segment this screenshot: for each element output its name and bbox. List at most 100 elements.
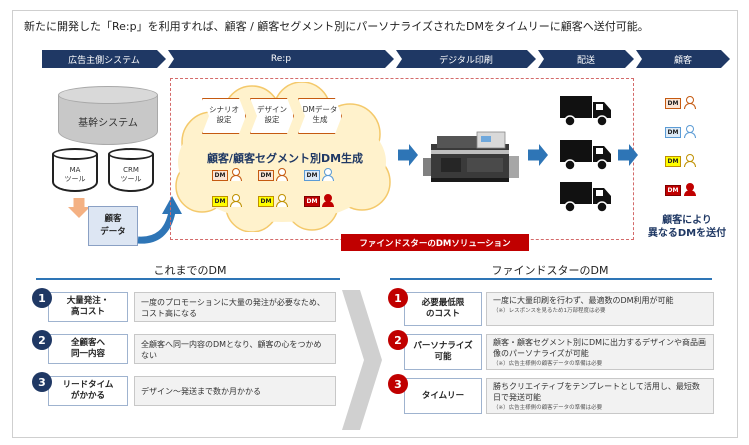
dm-card-orange-2: DM — [258, 170, 274, 181]
before-row-2: 2 全顧客へ同一内容 全顧客へ同一内容のDMとなり、顧客の心をつかめない — [30, 330, 340, 366]
step-dm-data-2: 生成 — [312, 115, 328, 124]
arrow-right-icon — [398, 144, 418, 166]
result-text: 顧客により 異なるDMを送付 — [637, 214, 737, 240]
after-note-3: （※）広告主様側の顧客データの準備は必要 — [493, 405, 603, 411]
before-label-2b: 同一内容 — [70, 349, 105, 359]
person-icon — [322, 194, 334, 207]
after-note-2: （※）広告主様側の顧客データの準備は必要 — [493, 361, 603, 367]
before-desc-3: デザイン～発送まで数か月かかる — [134, 376, 336, 406]
person-icon — [684, 96, 696, 109]
after-desc-2: 顧客・顧客セグメント別にDMに出力するデザインや商品画像のパーソナライズが可能 （… — [486, 334, 714, 370]
customer-data-label-2: データ — [100, 227, 126, 237]
arrow-right-icon — [528, 144, 548, 166]
after-divider — [390, 278, 712, 280]
before-label-3b: がかかる — [70, 391, 105, 401]
before-row-1: 1 大量発注・高コスト 一度のプロモーションに大量の発注が必要なため、コスト高に… — [30, 288, 340, 324]
ma-tool-label-2: ツール — [64, 175, 86, 183]
customer-dm-red: DM — [665, 185, 681, 196]
phase-digital-print: デジタル印刷 — [396, 50, 536, 68]
before-badge-3: 3 — [32, 372, 52, 392]
step-scenario-2: 設定 — [216, 115, 232, 124]
cloud-title: 顧客/顧客セグメント別DM生成 — [206, 152, 364, 165]
person-icon — [230, 194, 242, 207]
after-label-1: 必要最低限のコスト — [404, 292, 482, 326]
result-line-2: 異なるDMを送付 — [647, 228, 727, 239]
headline: 新たに開発した「Re:p」を利用すれば、顧客 / 顧客セグメント別にパーソナライ… — [24, 20, 649, 33]
solution-label: ファインドスターのDMソリューション — [341, 234, 529, 251]
after-row-3: 3 タイムリー 勝ちクリエイティブをテンプレートとして活用し、最短数日で発送可能… — [386, 374, 716, 414]
customer-dm-blue: DM — [665, 127, 681, 138]
dm-card-yellow-2: DM — [258, 196, 274, 207]
before-label-2: 全顧客へ同一内容 — [48, 334, 128, 364]
after-row-2: 2 パーソナライズ可能 顧客・顧客セグメント別にDMに出力するデザインや商品画像… — [386, 330, 716, 370]
customer-data-box: 顧客 データ — [88, 206, 138, 246]
after-title: ファインドスターのDM — [491, 264, 609, 277]
after-desc-3: 勝ちクリエイティブをテンプレートとして活用し、最短数日で発送可能 （※）広告主様側… — [486, 378, 714, 414]
step-design-2: 設定 — [264, 115, 280, 124]
after-badge-3: 3 — [388, 374, 408, 394]
person-icon — [684, 125, 696, 138]
after-badge-1: 1 — [388, 288, 408, 308]
after-desc-1: 一度に大量印刷を行わず、最適数のDM利用が可能（※）レスポンスを見るため1万部程… — [486, 292, 714, 326]
after-label-3a: タイムリー — [421, 390, 465, 401]
customer-dm-orange: DM — [665, 98, 681, 109]
after-label-3: タイムリー — [404, 378, 482, 414]
dm-card-orange: DM — [212, 170, 228, 181]
after-desc-2-text: 顧客・顧客セグメント別にDMに出力するデザインや商品画像のパーソナライズが可能 — [493, 338, 707, 358]
before-label-1: 大量発注・高コスト — [48, 292, 128, 322]
step-design: デザイン設定 — [250, 98, 294, 134]
delivery-truck-icon — [560, 96, 611, 127]
after-note-1: （※）レスポンスを見るため1万部程度は必要 — [493, 308, 606, 314]
ma-tool-label-1: MA — [69, 166, 81, 174]
before-desc-2: 全顧客へ同一内容のDMとなり、顧客の心をつかめない — [134, 334, 336, 364]
before-label-2a: 全顧客へ — [70, 338, 105, 348]
after-label-2b: 可能 — [434, 352, 452, 362]
person-icon — [684, 183, 696, 196]
person-icon — [230, 168, 242, 181]
core-system-label: 基幹システム — [78, 118, 138, 129]
digital-printer-icon — [423, 131, 519, 182]
dm-card-red: DM — [304, 196, 320, 207]
before-badge-1: 1 — [32, 288, 52, 308]
person-icon — [322, 168, 334, 181]
after-label-2: パーソナライズ可能 — [404, 334, 482, 370]
step-scenario: シナリオ設定 — [202, 98, 246, 134]
after-label-1a: 必要最低限 — [421, 298, 465, 308]
dm-card-blue: DM — [304, 170, 320, 181]
customer-data-label-1: 顧客 — [104, 214, 122, 224]
step-dm-data-1: DMデータ — [302, 105, 338, 114]
phase-rep: Re:p — [168, 50, 394, 68]
delivery-truck-icon — [560, 140, 611, 171]
before-badge-2: 2 — [32, 330, 52, 350]
crm-tool-label-1: CRM — [123, 166, 139, 174]
before-label-3: リードタイムがかかる — [48, 376, 128, 406]
step-scenario-1: シナリオ — [209, 105, 239, 114]
before-label-1b: 高コスト — [70, 307, 105, 317]
delivery-truck-icon — [560, 182, 611, 213]
phase-customer: 顧客 — [636, 50, 730, 68]
dm-card-yellow: DM — [212, 196, 228, 207]
after-row-1: 1 必要最低限のコスト 一度に大量印刷を行わず、最適数のDM利用が可能（※）レス… — [386, 288, 716, 326]
person-icon — [276, 168, 288, 181]
phase-delivery: 配送 — [538, 50, 634, 68]
after-desc-3-text: 勝ちクリエイティブをテンプレートとして活用し、最短数日で発送可能 — [493, 382, 700, 402]
person-icon — [276, 194, 288, 207]
before-title: これまでのDM — [153, 264, 227, 277]
step-design-1: デザイン — [257, 105, 287, 114]
person-icon — [684, 154, 696, 167]
after-label-1b: のコスト — [425, 309, 460, 319]
before-label-1a: 大量発注・ — [66, 296, 110, 306]
core-system-database: 基幹システム — [58, 86, 158, 148]
crm-tool-label-2: ツール — [120, 175, 142, 183]
customer-dm-yellow: DM — [665, 156, 681, 167]
phase-advertiser: 広告主側システム — [42, 50, 166, 68]
after-badge-2: 2 — [388, 330, 408, 350]
arrow-right-icon — [618, 144, 638, 166]
before-desc-1: 一度のプロモーションに大量の発注が必要なため、コスト高になる — [134, 292, 336, 322]
before-row-3: 3 リードタイムがかかる デザイン～発送まで数か月かかる — [30, 372, 340, 408]
result-line-1: 顧客により — [662, 215, 712, 226]
after-label-2a: パーソナライズ — [413, 341, 473, 351]
before-label-3a: リードタイム — [62, 380, 114, 390]
